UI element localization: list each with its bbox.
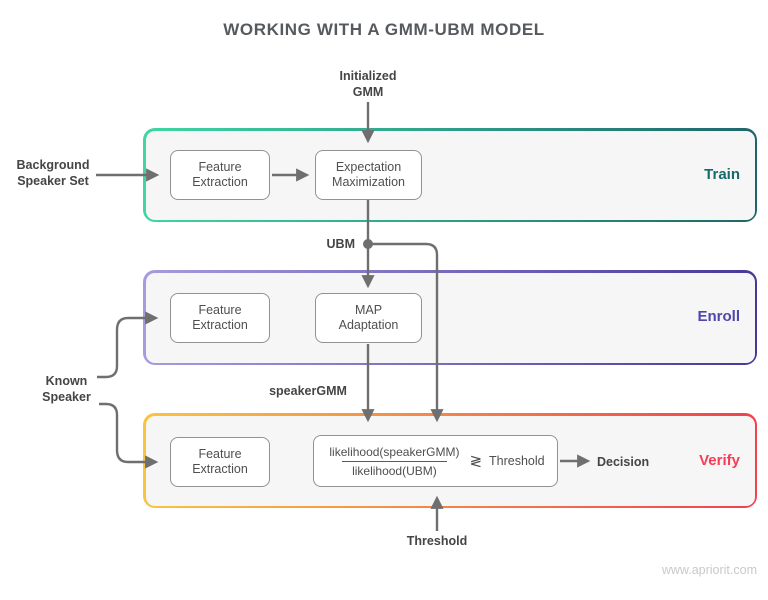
enroll-stage-label: Enroll — [697, 308, 740, 325]
initialized-gmm-label: Initialized GMM — [316, 68, 420, 100]
likelihood-denominator: likelihood(UBM) — [342, 460, 447, 478]
enroll-feature-extraction-box: Feature Extraction — [170, 293, 270, 343]
decision-label: Decision — [597, 455, 650, 469]
train-feature-extraction-box: Feature Extraction — [170, 150, 270, 200]
background-speaker-set-line1: Background — [16, 158, 90, 172]
map-adaptation-box: MAP Adaptation — [315, 293, 422, 343]
initialized-gmm-line1: Initialized — [339, 69, 397, 83]
verify-feature-extraction-box: Feature Extraction — [170, 437, 270, 487]
train-stage-panel — [143, 128, 757, 222]
verify-feature-extraction-line2: Extraction — [192, 462, 248, 476]
background-speaker-set-label: Background Speaker Set — [4, 157, 102, 189]
enroll-feature-extraction-line2: Extraction — [192, 318, 248, 332]
formula-threshold-word: Threshold — [489, 454, 545, 468]
likelihood-numerator: likelihood(speakerGMM) — [329, 444, 460, 459]
train-feature-extraction-line1: Feature — [198, 160, 242, 174]
train-stage-label: Train — [704, 166, 740, 183]
verify-feature-extraction-line1: Feature — [198, 447, 242, 461]
map-adaptation-line1: MAP — [354, 303, 383, 317]
watermark: www.apriorit.com — [661, 563, 757, 577]
known-speaker-line2: Speaker — [42, 390, 91, 404]
expectation-maximization-line1: Expectation — [335, 160, 402, 174]
train-feature-extraction-line2: Extraction — [192, 175, 248, 189]
initialized-gmmm-line2: GMM — [352, 85, 384, 99]
ubm-label: UBM — [326, 237, 355, 251]
threshold-input-label: Threshold — [406, 534, 468, 548]
verify-stage-label: Verify — [699, 452, 740, 469]
page-title: WORKING WITH A GMM-UBM MODEL — [223, 20, 545, 39]
comparator-symbol: ≷ — [469, 452, 483, 470]
background-speaker-set-line2: Speaker Set — [17, 174, 89, 188]
enroll-feature-extraction-line1: Feature — [198, 303, 242, 317]
known-speaker-label: Known Speaker — [20, 373, 113, 405]
map-adaptation-line2: Adaptation — [338, 318, 399, 332]
ubm-junction-dot — [363, 239, 373, 249]
speaker-gmm-label: speakerGMM — [269, 384, 347, 398]
expectation-maximization-line2: Maximization — [332, 175, 405, 189]
likelihood-fraction: likelihood(speakerGMM) likelihood(UBM) — [326, 445, 462, 478]
known-speaker-line1: Known — [45, 374, 88, 388]
expectation-maximization-box: Expectation Maximization — [315, 150, 422, 200]
likelihood-ratio-formula-box: likelihood(speakerGMM) likelihood(UBM) ≷… — [313, 435, 558, 487]
